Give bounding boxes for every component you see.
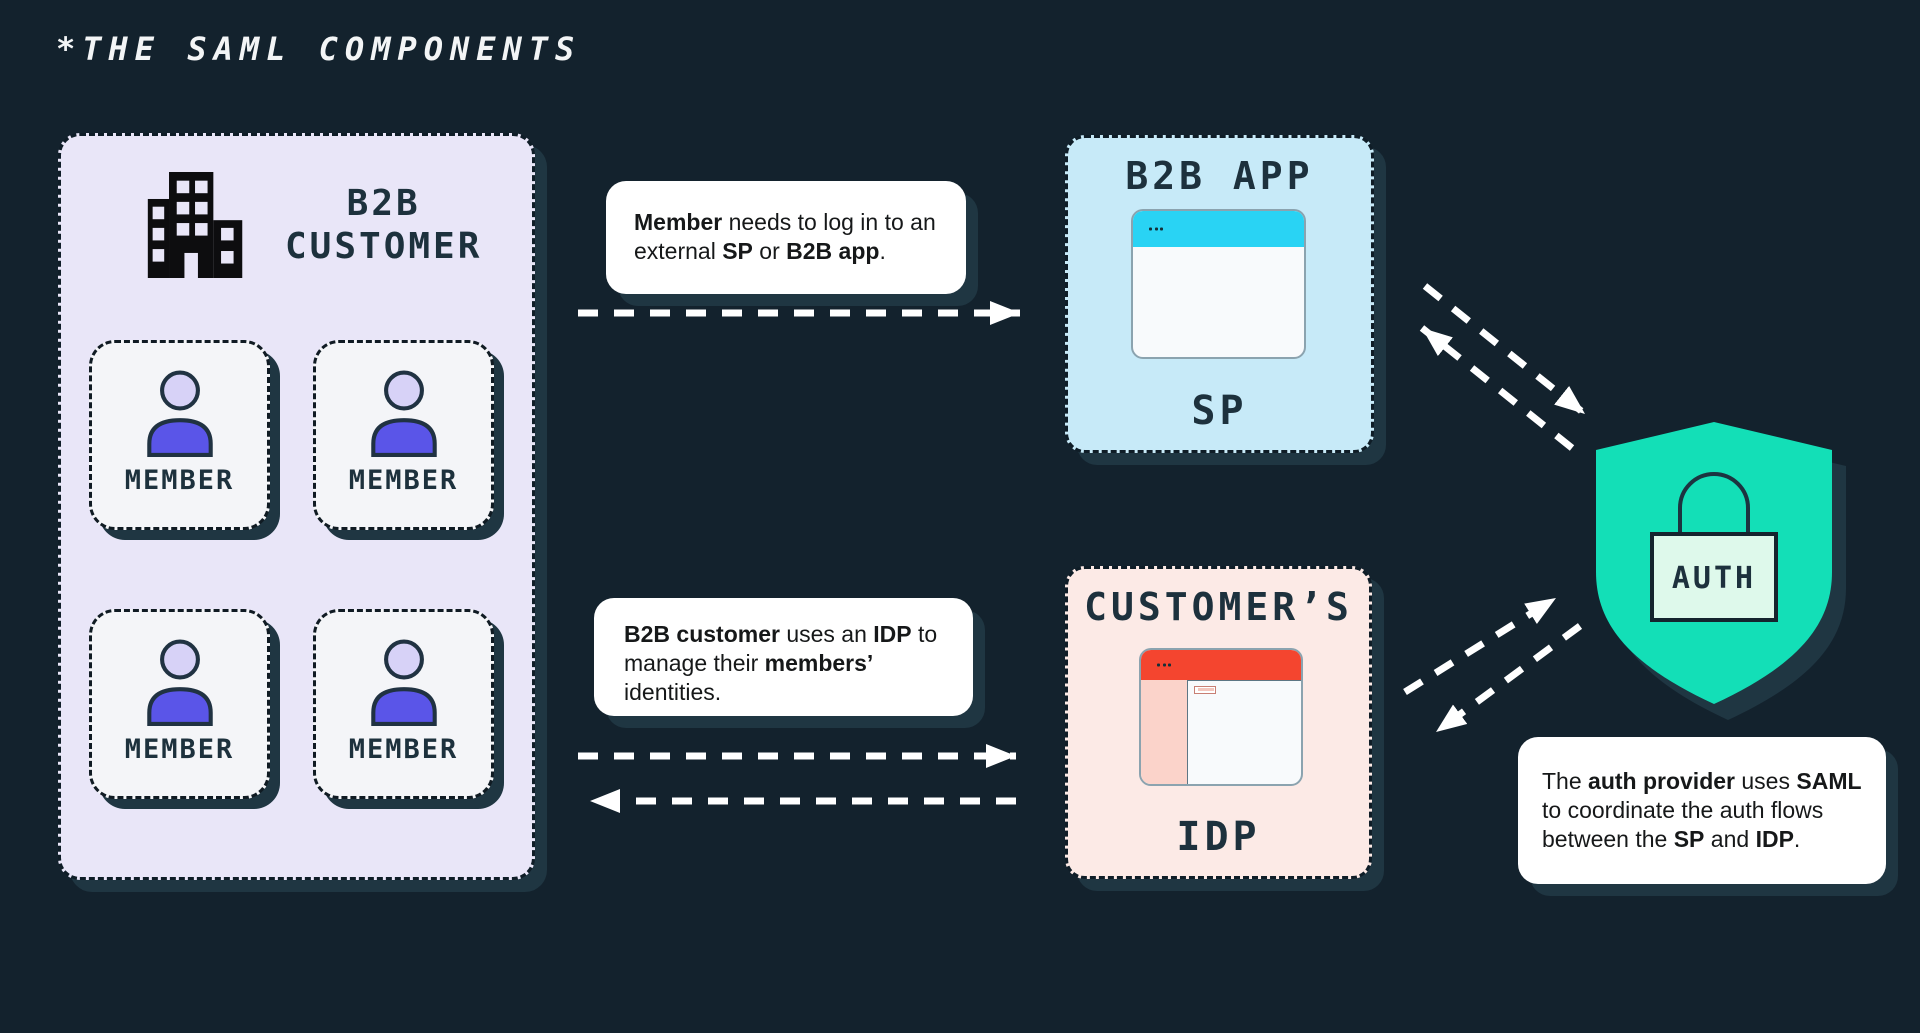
member-login-text: Member needs to log in to an external SP…: [634, 209, 936, 264]
window-dots-icon: [1157, 663, 1171, 667]
shield-lock-icon: AUTH: [1596, 422, 1846, 720]
window-dots-icon: [1149, 227, 1163, 231]
member-card: MEMBER: [89, 340, 270, 530]
b2b-app-box: B2B APP SP: [1065, 135, 1374, 453]
member-card: MEMBER: [313, 609, 494, 799]
idp-to-auth-arrow: [1403, 595, 1558, 695]
member-card: MEMBER: [313, 340, 494, 530]
auth-to-idp-arrow: [1433, 623, 1583, 735]
sp-browser-window-icon: [1131, 209, 1306, 359]
person-icon: [370, 370, 437, 457]
idp-label: IDP: [1176, 814, 1261, 860]
person-icon: [146, 370, 213, 457]
person-icon: [370, 639, 437, 726]
idp-browser-window-icon: [1139, 648, 1303, 786]
b2b-customer-label-line2: CUSTOMER: [285, 226, 483, 267]
member-grid: MEMBER MEMBER MEMBER: [89, 340, 494, 799]
auth-provider-text: The auth provider uses SAML to coordinat…: [1542, 768, 1862, 852]
browser-sidebar: [1141, 680, 1188, 784]
list-item-placeholder: [1194, 686, 1216, 694]
b2b-customer-header: B2B CUSTOMER: [147, 172, 482, 278]
customer-idp-callout: B2B customer uses an IDP to manage their…: [594, 598, 973, 716]
b2b-app-title: B2B APP: [1125, 154, 1314, 198]
building-icon: [147, 172, 243, 278]
auth-to-sp-arrow: [1419, 325, 1575, 451]
b2b-customer-label-line1: B2B: [346, 183, 421, 224]
sp-label: SP: [1191, 388, 1248, 434]
browser-header: [1133, 211, 1304, 247]
person-icon: [146, 639, 213, 726]
member-label: MEMBER: [124, 734, 235, 765]
b2b-customer-box: B2B CUSTOMER MEMBER MEMBER: [58, 133, 535, 880]
sp-to-auth-arrow: [1422, 283, 1588, 417]
auth-provider-callout: The auth provider uses SAML to coordinat…: [1518, 737, 1886, 884]
diagram-title: *THE SAML COMPONENTS: [56, 30, 582, 68]
customers-idp-box: CUSTOMER’S IDP: [1065, 566, 1372, 879]
member-card: MEMBER: [89, 609, 270, 799]
member-label: MEMBER: [348, 734, 459, 765]
customers-idp-title: CUSTOMER’S: [1084, 585, 1353, 629]
member-label: MEMBER: [124, 465, 235, 496]
customer-idp-text: B2B customer uses an IDP to manage their…: [624, 621, 938, 705]
auth-provider-shield: AUTH: [1594, 420, 1854, 732]
auth-label: AUTH: [1672, 561, 1756, 596]
b2b-customer-label: B2B CUSTOMER: [285, 182, 482, 268]
member-login-callout: Member needs to log in to an external SP…: [606, 181, 966, 294]
member-label: MEMBER: [348, 465, 459, 496]
browser-header: [1141, 650, 1301, 681]
